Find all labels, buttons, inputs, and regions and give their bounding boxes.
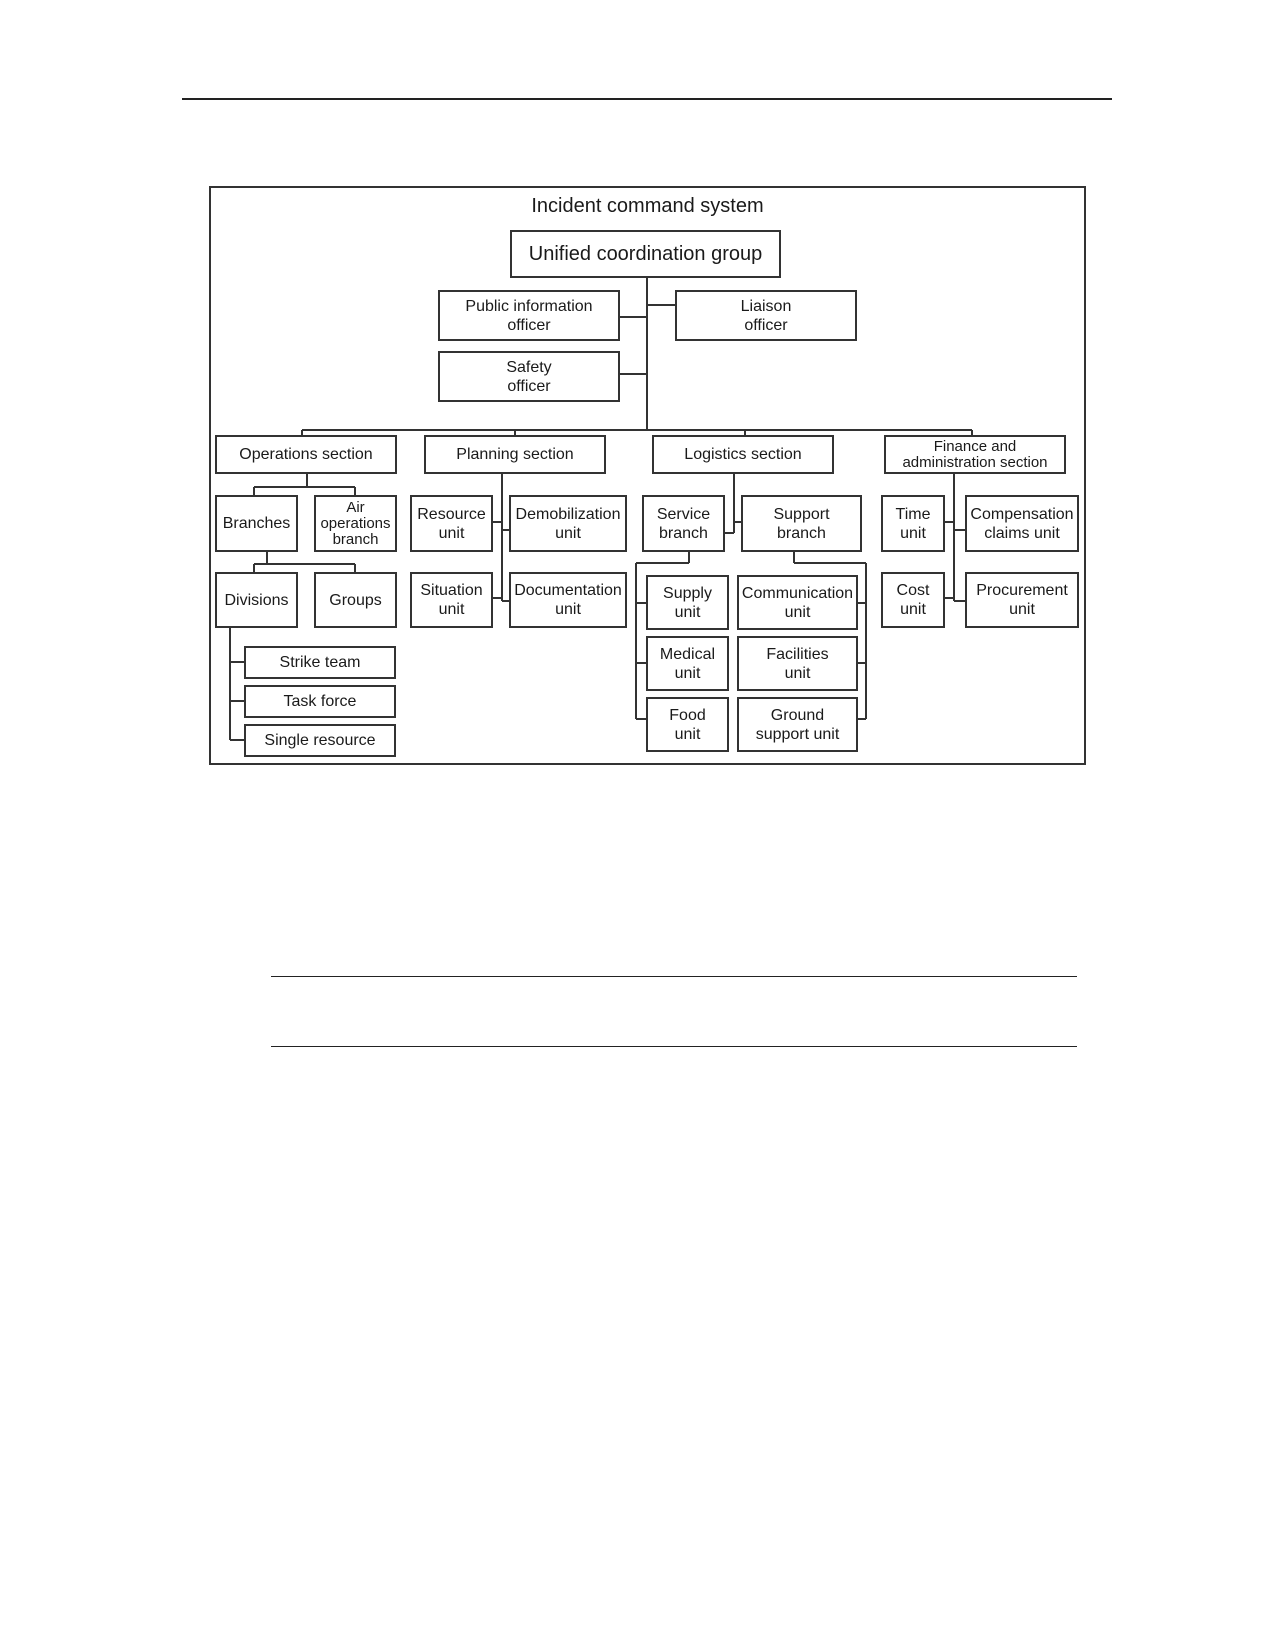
node-finance-administration-section: Finance and administration section bbox=[884, 435, 1066, 474]
node-food-unit: Food unit bbox=[646, 697, 729, 752]
node-unified-coordination-group: Unified coordination group bbox=[510, 230, 781, 278]
node-strike-team: Strike team bbox=[244, 646, 396, 679]
node-cost-unit: Cost unit bbox=[881, 572, 945, 628]
node-planning-section: Planning section bbox=[424, 435, 606, 474]
node-safety-officer: Safety officer bbox=[438, 351, 620, 402]
page-header-rule bbox=[182, 98, 1112, 100]
node-procurement-unit: Procurement unit bbox=[965, 572, 1079, 628]
node-demobilization-unit: Demobilization unit bbox=[509, 495, 627, 552]
node-communication-unit: Communication unit bbox=[737, 575, 858, 630]
node-divisions: Divisions bbox=[215, 572, 298, 628]
node-groups: Groups bbox=[314, 572, 397, 628]
node-ground-support-unit: Ground support unit bbox=[737, 697, 858, 752]
node-facilities-unit: Facilities unit bbox=[737, 636, 858, 691]
node-resource-unit: Resource unit bbox=[410, 495, 493, 552]
table-rule-top bbox=[271, 976, 1077, 977]
node-time-unit: Time unit bbox=[881, 495, 945, 552]
node-single-resource: Single resource bbox=[244, 724, 396, 757]
diagram-title: Incident command system bbox=[531, 195, 764, 217]
node-support-branch: Support branch bbox=[741, 495, 862, 552]
node-service-branch: Service branch bbox=[642, 495, 725, 552]
node-situation-unit: Situation unit bbox=[410, 572, 493, 628]
node-compensation-claims-unit: Compensation claims unit bbox=[965, 495, 1079, 552]
node-logistics-section: Logistics section bbox=[652, 435, 834, 474]
figure-frame bbox=[209, 186, 1086, 765]
node-public-information-officer: Public information officer bbox=[438, 290, 620, 341]
node-operations-section: Operations section bbox=[215, 435, 397, 474]
table-rule-bottom bbox=[271, 1046, 1077, 1047]
node-air-operations-branch: Air operations branch bbox=[314, 495, 397, 552]
node-supply-unit: Supply unit bbox=[646, 575, 729, 630]
node-liaison-officer: Liaison officer bbox=[675, 290, 857, 341]
node-medical-unit: Medical unit bbox=[646, 636, 729, 691]
node-documentation-unit: Documentation unit bbox=[509, 572, 627, 628]
node-task-force: Task force bbox=[244, 685, 396, 718]
node-branches: Branches bbox=[215, 495, 298, 552]
